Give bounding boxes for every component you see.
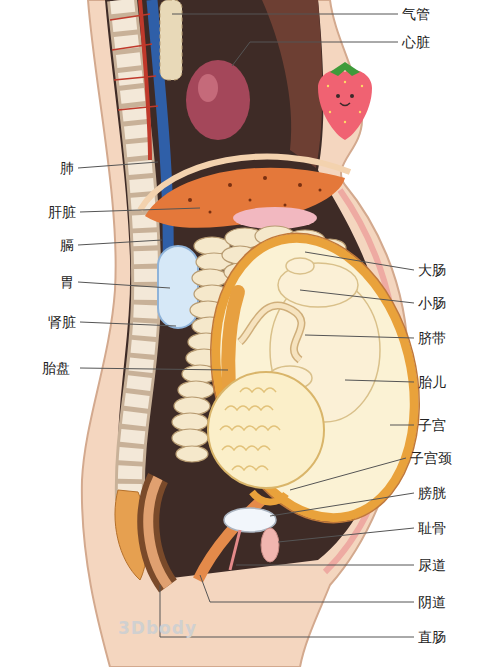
part-label: 直肠	[418, 628, 446, 646]
heart	[186, 60, 250, 140]
vertebrae	[122, 0, 146, 500]
part-label: 脐带	[418, 329, 446, 347]
heart-highlight	[198, 74, 218, 102]
uterus-wall	[187, 217, 442, 539]
uterus-outline	[181, 211, 448, 545]
spine	[110, 0, 168, 500]
umbilical-cord	[240, 305, 301, 360]
leader-lines	[78, 14, 414, 637]
fetus-head	[208, 372, 324, 488]
liver-spots	[188, 176, 322, 214]
part-label: 肝脏	[48, 203, 76, 221]
vessel-branches	[110, 14, 158, 110]
part-label: 膀胱	[418, 484, 446, 502]
part-label: 尿道	[418, 556, 446, 574]
part-label: 胎盘	[42, 359, 70, 377]
part-label: 子宫颈	[410, 449, 452, 467]
trachea	[160, 0, 182, 80]
part-label: 耻骨	[418, 519, 446, 537]
artery	[140, 0, 150, 160]
strawberry-seeds	[327, 81, 363, 123]
body-section	[82, 0, 408, 667]
watermark: 3Dbody	[118, 619, 197, 637]
chest-organs	[160, 0, 250, 140]
fetus	[208, 258, 380, 488]
urethra	[230, 530, 240, 570]
part-label: 肺	[60, 159, 74, 177]
strawberry-body	[318, 70, 372, 140]
pelvis	[115, 478, 286, 586]
skin	[82, 0, 408, 667]
uterus	[181, 211, 448, 545]
strawberry-smile	[340, 103, 350, 106]
pubic-bone	[261, 528, 279, 562]
part-label: 肾脏	[48, 313, 76, 331]
part-label: 膈	[60, 236, 74, 254]
strawberry-face	[336, 94, 354, 98]
part-label: 胎儿	[418, 373, 446, 391]
part-label: 胃	[60, 273, 74, 291]
part-label: 小肠	[418, 294, 446, 312]
umbilical-cord-inner	[240, 305, 301, 360]
fetus-foot	[286, 258, 314, 274]
part-label: 大肠	[418, 261, 446, 279]
part-label: 阴道	[418, 593, 446, 611]
strawberry-leaves	[330, 62, 360, 76]
chest-front	[262, 0, 322, 168]
part-label: 子宫	[418, 416, 446, 434]
part-label: 心脏	[402, 33, 430, 51]
spine-base	[122, 0, 146, 500]
rectum	[148, 478, 168, 586]
part-label: 气管	[402, 5, 430, 23]
fetus-hair	[220, 388, 280, 470]
strawberry	[318, 62, 372, 140]
cervix	[252, 492, 286, 502]
rectum-inner	[148, 478, 168, 586]
stomach	[158, 246, 198, 328]
